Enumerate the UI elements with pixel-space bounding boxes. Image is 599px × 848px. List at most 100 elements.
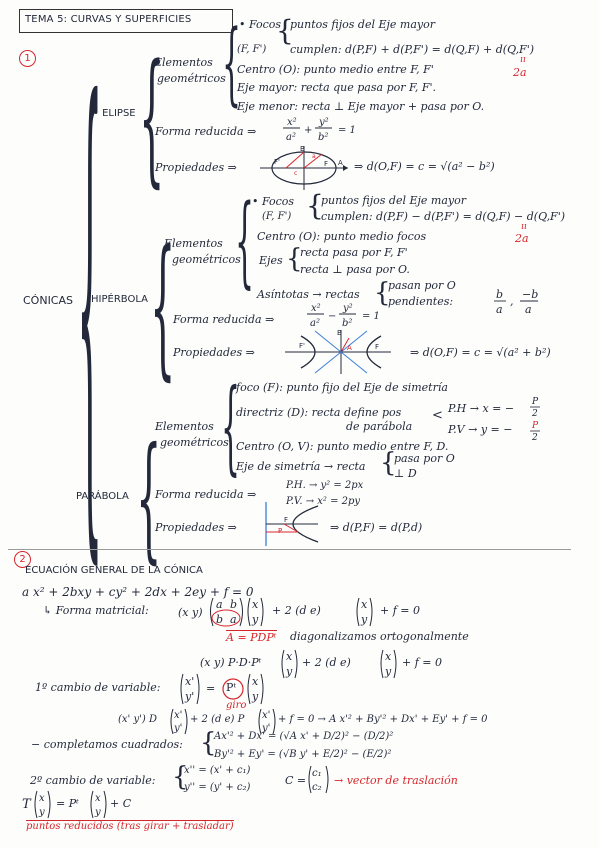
svg-text:a: a [525,303,532,316]
hiperbola-forma-label: Forma reducida ⇒ [173,313,275,326]
sec2-cambio2: 2º cambio de variable: [30,774,156,787]
parabola-foco: foco (F): punto fijo del Eje de simetría [236,381,448,394]
parabola-elem-brace: { [221,369,241,489]
conicas-brace: { [77,13,103,611]
parabola-p-fractions: P2 P2 [530,397,540,443]
section-number-2: 2 [14,551,31,568]
sec2-eq3b: + 2 (d e) P [190,714,245,725]
parabola-directriz: directriz (D): recta define pos [236,406,402,419]
svg-text:x': x' [262,710,270,721]
elipse-eje-menor: Eje menor: recta ⊥ Eje mayor + pasa por … [237,100,485,113]
svg-text:a²: a² [310,318,320,329]
sec2-cc1: Ax'² + Dx' = (√A x' + D/2)² − (D/2)² [214,731,394,742]
svg-text:= 1: = 1 [338,125,356,136]
sec2-vector-xy-3: xy [380,649,397,679]
sec2-cv2: y'' = (y' + c₂) [184,782,251,793]
elipse-propiedades-label: Propiedades ⇒ [155,161,237,174]
parabola-propiedades-label: Propiedades ⇒ [155,521,237,534]
svg-text:−: − [328,311,336,322]
svg-text:y: y [360,613,368,626]
parabola-prop-result: ⇒ d(P,F) = d(P,d) [330,521,423,534]
parabola-eje: Eje de simetría → recta [236,460,366,473]
hiperbola-elementos-1: Elementos [164,237,223,250]
sec2-vector-xy-4: x'y' [170,708,188,735]
svg-text:x': x' [185,675,194,688]
svg-text:c₁: c₁ [312,768,322,779]
elipse-prop-result: ⇒ d(O,F) = c = √(a² − b²) [354,160,495,173]
svg-text:b: b [230,598,237,611]
svg-text:P: P [531,397,539,407]
svg-text:c₂: c₂ [312,782,322,793]
sec2-vector-xy-7: xy [90,790,107,819]
parabola-label: PARÁBOLA [76,491,129,502]
parabola-directriz-2: de parábola [346,420,413,433]
svg-text:P: P [278,527,282,535]
svg-text:a²: a² [286,132,296,143]
hiperbola-elem-brace: { [235,186,255,302]
hiperbola-asint-l1: pasan por O [388,279,456,292]
svg-text:y': y' [261,723,270,734]
svg-text:x: x [252,675,259,688]
hiperbola-focos-brace: { [306,189,324,222]
elipse-focos-l2: cumplen: d(P,F) + d(P,F') = d(Q,F) + d(Q… [290,43,535,56]
svg-text:y': y' [173,723,182,734]
hiperbola-centro: Centro (O): punto medio focos [257,230,427,243]
elipse-label: • ELIPSE [93,108,136,119]
svg-text:−b: −b [522,288,538,301]
svg-text:B: B [300,145,305,153]
sec2-vector-xy-6: xy [34,790,51,819]
hiperbola-diagram: B F' F A [285,329,391,374]
hiperbola-ii: ıı [521,222,527,232]
sec2-reducidos: puntos reducidos (tras girar + trasladar… [26,820,234,832]
hiperbola-label: HIPÉRBOLA [91,294,148,305]
svg-text:a: a [216,598,223,611]
hiperbola-focos: • Focos [252,195,295,208]
svg-text:b: b [496,288,503,301]
parabola-eje-brace: { [380,448,397,478]
svg-text:F: F [375,343,379,351]
svg-text:y: y [384,665,392,678]
elipse-focos-l1: puntos fijos del Eje mayor [290,18,436,31]
hiperbola-ejes-l1: recta pasa por F, F' [300,246,408,259]
parabola-eje-l2: ⊥ D [394,467,417,480]
svg-text:y: y [251,613,259,626]
sec2-general-eq: a x² + 2bxy + cy² + 2dx + 2ey + f = 0 [22,585,254,599]
sec2-cv-brace: { [172,762,189,792]
sec2-cv1: x'' = (x' + c₁) [184,765,251,776]
hiperbola-asintotas: Asíntotas → rectas [257,288,360,301]
sec2-eq2a: (x y) P·D·Pᵗ [200,656,262,669]
parabola-brace: { [136,421,162,579]
svg-text:y: y [285,665,293,678]
svg-text:x: x [95,793,101,804]
svg-text:2: 2 [531,433,538,443]
svg-text:2: 2 [531,409,538,419]
svg-text:y: y [94,807,101,818]
conicas-label: CÓNICAS [23,294,73,307]
elipse-focos-brace: { [276,14,294,47]
svg-text:b²: b² [318,132,328,143]
svg-text:x²: x² [287,117,297,128]
sec2-eq3c: + f = 0 → A x'² + By'² + Dx' + Ey' + f =… [278,714,488,725]
svg-text:F': F' [299,342,305,350]
sec2-diag: diagonalizamos ortogonalmente [290,630,469,643]
svg-text:+: + [304,125,312,136]
svg-text:y²: y² [342,303,353,314]
sec2-vector-text: → vector de traslación [334,774,458,787]
sec2-cambio1-eq: x'y' = xy [180,673,264,705]
elipse-eje-mayor: Eje mayor: recta que pasa por F, F'. [237,81,437,94]
elipse-focos: • Focos [239,18,282,31]
svg-text:a: a [312,153,316,160]
sec2-vector-xy-5: x' y' [258,708,276,735]
hiperbola-focos-l1: puntos fijos del Eje mayor [321,194,467,207]
sec2-completamos: − completamos cuadrados: [31,738,183,751]
sec2-vector-xy-2: xy [281,649,298,679]
parabola-eje-l1: pasa por O [394,452,455,465]
hiperbola-ejes: Ejes [259,254,283,267]
sec2-T-label: T [22,797,31,812]
elipse-centro: Centro (O): punto medio entre F, F' [237,63,434,76]
section-divider [8,549,571,550]
sec2-C-label: C = [285,774,307,787]
sec2-eq3: (x' y') D [118,714,157,725]
svg-text:x: x [286,650,293,663]
